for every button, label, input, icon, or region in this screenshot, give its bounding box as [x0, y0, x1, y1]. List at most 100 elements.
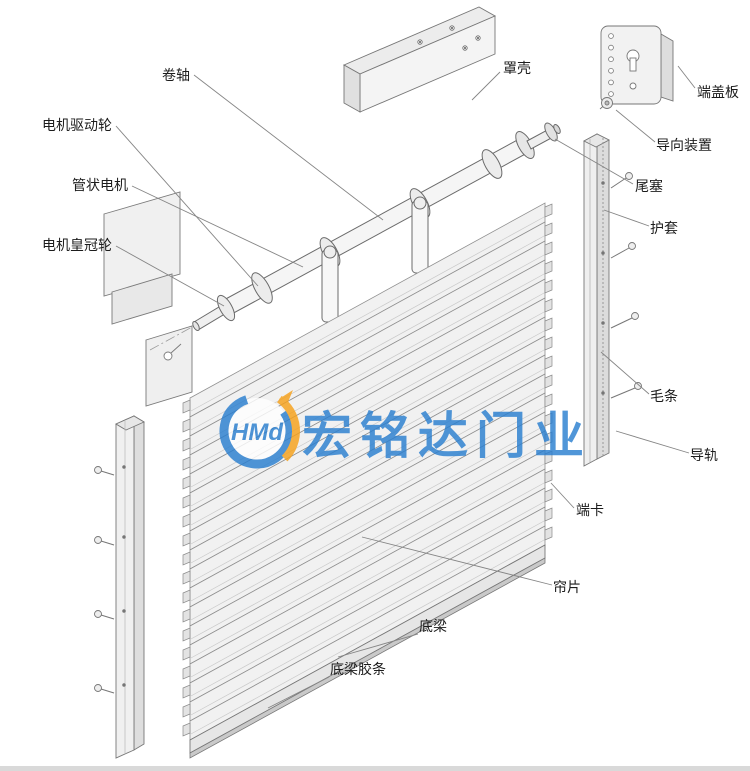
end-clip: [182, 570, 191, 585]
screw-head: [625, 172, 633, 180]
watermark-logo-ring: [219, 393, 295, 469]
leader-guide-rail: [615, 430, 690, 454]
leader-protective-sleeve: [603, 209, 650, 227]
end-clip: [182, 437, 191, 452]
rail-top-plate: [145, 325, 193, 407]
curtain-slat-shade: [189, 463, 546, 659]
screw-head: [94, 610, 102, 618]
hanger-strap: [411, 200, 429, 274]
watermark-logo-wedge: [279, 390, 293, 407]
curtain-slat-shade: [189, 444, 546, 640]
label-bottom-beam-rubber-strip: 底梁胶条: [267, 661, 386, 709]
leader-cover-housing: [471, 71, 501, 101]
labels: 卷轴 罩壳 电机驱动轮 管状电机 电机皇冠轮 端盖板 导向装置 尾塞: [42, 60, 739, 709]
label-brush-strip: 毛条: [600, 351, 678, 404]
label-guide-rail: 导轨: [615, 430, 718, 463]
screw-head: [634, 382, 642, 390]
end-clip: [182, 532, 191, 547]
screw-center: [418, 40, 422, 44]
end-clip: [544, 393, 553, 408]
screw-hole: [122, 535, 126, 539]
label-tubular-motor-text: 管状电机: [72, 177, 128, 193]
label-bottom-beam: 底梁: [337, 618, 447, 658]
plate-hole: [608, 56, 614, 62]
label-protective-sleeve: 护套: [603, 209, 678, 236]
screw-stem: [610, 387, 636, 399]
roller-shaft-assembly: [149, 122, 561, 351]
leader-tubular-motor: [131, 185, 304, 268]
curtain-slat-shade: [189, 216, 546, 412]
right-guide-rail-part: [583, 133, 642, 467]
screw-head: [94, 684, 102, 692]
curtain-slat-shade: [189, 368, 546, 564]
end-clip: [544, 507, 553, 522]
cover-housing-end-face: [343, 64, 361, 113]
end-clip: [544, 260, 553, 275]
label-brush-strip-text: 毛条: [650, 388, 678, 404]
plate-hole: [608, 68, 614, 74]
screw-hole: [601, 181, 605, 185]
curtain-slat-shade: [189, 501, 546, 697]
end-cover-plate-side: [660, 33, 674, 102]
screw-hole: [601, 251, 605, 255]
watermark-company-name: 宏铭达门业: [302, 408, 592, 464]
screw-hole: [122, 683, 126, 687]
motor-crown-wheel-ring: [216, 294, 236, 322]
leader-roller-shaft: [193, 74, 384, 221]
end-clip: [182, 646, 191, 661]
curtain-part: [182, 202, 553, 759]
label-guide-device: 导向装置: [615, 109, 712, 153]
guide-device-hub: [604, 100, 610, 106]
end-clip: [544, 317, 553, 332]
screw-center: [476, 36, 480, 40]
screw-stem: [610, 177, 627, 189]
curtain-slat-shade: [189, 406, 546, 602]
plate-hole: [608, 44, 614, 51]
label-guide-rail-text: 导轨: [690, 447, 718, 463]
end-clip: [182, 627, 191, 642]
label-cover-housing-text: 罩壳: [503, 60, 531, 76]
motor-mount-bracket: [111, 273, 173, 325]
leader-bottom-beam-rubber-strip: [267, 676, 330, 709]
end-clip: [544, 374, 553, 389]
screw-stem: [610, 317, 633, 329]
rail-top-plate-bolt: [163, 351, 173, 361]
left-guide-rail-part: [94, 415, 145, 759]
label-curtain-slat-text: 帘片: [553, 579, 581, 595]
screw-head: [94, 536, 102, 544]
label-bottom-beam-rubber-strip-text: 底梁胶条: [330, 661, 386, 677]
plate-hole: [608, 79, 614, 86]
label-curtain-slat: 帘片: [361, 536, 581, 595]
label-cover-housing: 罩壳: [471, 60, 531, 101]
screw-stem: [100, 470, 115, 476]
end-clip: [182, 456, 191, 471]
roller-stub-cap: [192, 320, 200, 332]
end-cover-plate-part: [599, 25, 674, 110]
watermark-logo-text: HMd: [231, 419, 284, 446]
watermark: HMd 宏铭达门业: [219, 390, 592, 469]
label-end-cover-plate: 端盖板: [677, 65, 739, 100]
label-tubular-motor: 管状电机: [72, 177, 304, 268]
screw-head: [631, 312, 639, 320]
right-rail-screws: [601, 172, 642, 399]
screw-stem: [100, 614, 115, 620]
label-motor-drive-wheel: 电机驱动轮: [42, 117, 259, 287]
end-clip: [182, 399, 191, 414]
plate-hole: [608, 33, 614, 39]
screw-hole: [601, 321, 605, 325]
leader-bottom-beam: [337, 633, 419, 658]
end-clip: [544, 298, 553, 313]
hanger-strap-loop: [323, 245, 337, 259]
rail-top-plate-bolt-stem: [170, 343, 182, 354]
leader-motor-drive-wheel: [115, 125, 259, 287]
leader-end-cover-plate: [677, 65, 696, 89]
screw-hole: [601, 391, 605, 395]
cover-housing-screws: [417, 25, 481, 51]
end-clip: [544, 488, 553, 503]
label-roller-shaft: 卷轴: [162, 67, 384, 221]
curtain-slat-shade: [189, 425, 546, 621]
end-clip: [544, 526, 553, 541]
label-tail-plug: 尾塞: [554, 138, 663, 194]
